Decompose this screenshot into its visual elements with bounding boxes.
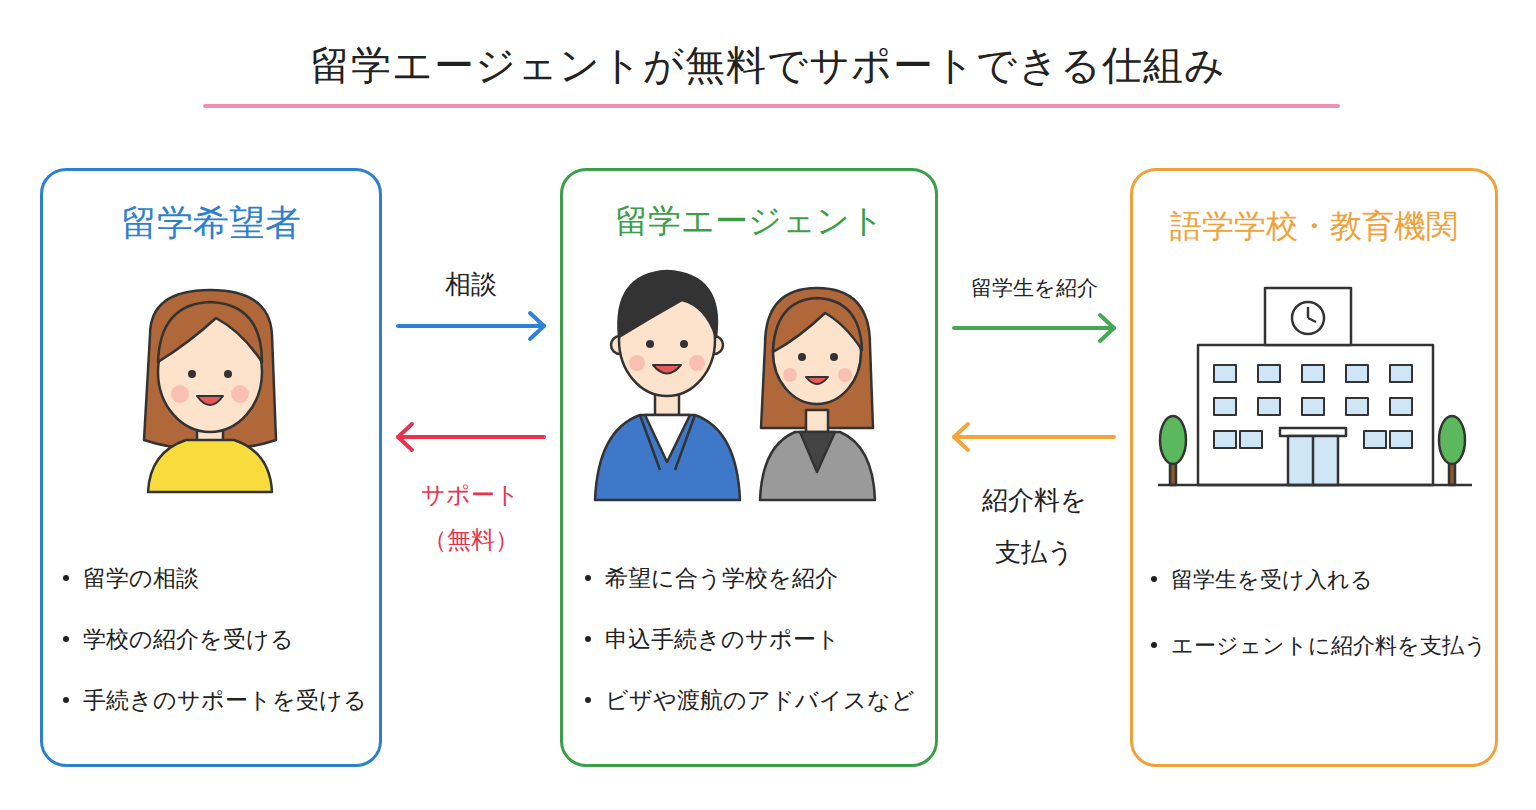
arrow-line (398, 324, 544, 328)
arrow-line (398, 435, 544, 439)
bullet-dot (63, 575, 69, 581)
bullet-dot (585, 697, 591, 703)
bullet-dot (63, 636, 69, 642)
flow-arrow (954, 315, 1114, 341)
arrow-head (1100, 315, 1114, 341)
arrow-label: 留学生を紹介 (971, 274, 1098, 302)
bullet-row: ビザや渡航のアドバイスなど (585, 685, 915, 715)
arrow-head (954, 424, 968, 450)
bullet-row: エージェントに紹介料を支払う (1151, 631, 1487, 661)
bullet-text: 留学生を受け入れる (1171, 567, 1373, 592)
box-heading: 留学希望者 (43, 201, 379, 244)
box-heading: 語学学校・教育機関 (1133, 207, 1495, 245)
bullet-text: 学校の紹介を受ける (83, 626, 294, 652)
entity-box: 留学希望者留学の相談学校の紹介を受ける手続きのサポートを受ける (40, 168, 382, 767)
bullet-row: 留学の相談 (63, 563, 199, 593)
entity-box: 留学エージェント希望に合う学校を紹介申込手続きのサポートビザや渡航のアドバイスな… (560, 168, 938, 767)
diagram-title: 留学エージェントが無料でサポートできる仕組み (0, 38, 1536, 92)
bullet-text: 希望に合う学校を紹介 (605, 565, 838, 591)
bullet-text: 手続きのサポートを受ける (83, 687, 367, 713)
bullet-dot (585, 575, 591, 581)
bullet-dot (1151, 576, 1157, 582)
arrow-label: 紹介料を 支払う (977, 474, 1091, 578)
bullet-text: 留学の相談 (83, 565, 199, 591)
title-underline (205, 104, 1338, 108)
bullet-text: ビザや渡航のアドバイスなど (605, 687, 915, 713)
arrow-line (954, 326, 1114, 330)
flow-arrow (954, 424, 1114, 450)
bullet-row: 留学生を受け入れる (1151, 565, 1373, 595)
bullet-row: 学校の紹介を受ける (63, 624, 294, 654)
arrow-label: 相談 (445, 268, 497, 300)
entity-box: 語学学校・教育機関留学生を受け入れるエージェントに紹介料を支払う (1130, 168, 1498, 767)
bullet-row: 希望に合う学校を紹介 (585, 563, 838, 593)
bullet-dot (1151, 642, 1157, 648)
arrow-head (530, 313, 544, 339)
arrow-label: サポート （無料） (418, 473, 524, 563)
bullet-text: 申込手続きのサポート (605, 626, 840, 652)
bullet-dot (63, 697, 69, 703)
arrow-line (954, 435, 1114, 439)
bullet-text: エージェントに紹介料を支払う (1171, 633, 1487, 658)
bullet-row: 手続きのサポートを受ける (63, 685, 367, 715)
bullet-dot (585, 636, 591, 642)
arrow-head (398, 424, 412, 450)
box-heading: 留学エージェント (563, 201, 935, 241)
bullet-row: 申込手続きのサポート (585, 624, 840, 654)
flow-arrow (398, 424, 544, 450)
flow-arrow (398, 313, 544, 339)
